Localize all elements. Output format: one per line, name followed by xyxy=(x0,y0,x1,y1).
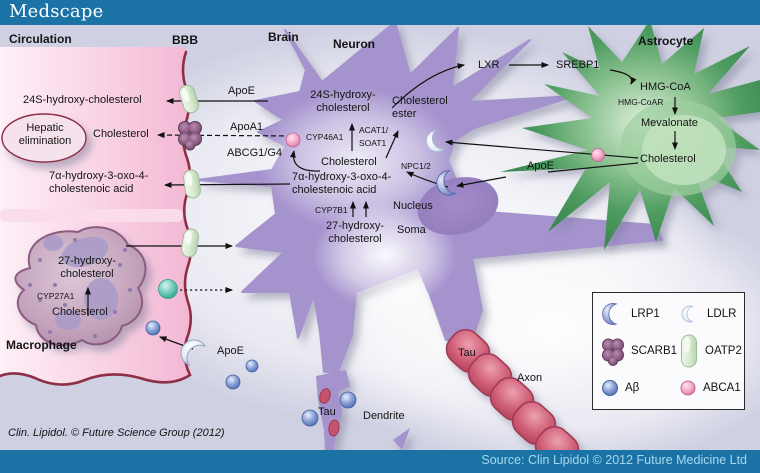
scarb1-icon xyxy=(602,338,624,366)
abca1-transporter xyxy=(285,132,301,148)
arrow-chol-to-lrp1-a xyxy=(547,162,639,173)
label-srebp1: SREBP1 xyxy=(556,59,600,71)
label-lxr: LXR xyxy=(478,59,500,71)
legend-label-ldlr: LDLR xyxy=(707,307,737,320)
label-axon: Axon xyxy=(517,372,543,384)
lipoprotein-particle xyxy=(158,279,178,299)
legend-item-scarb1: SCARB1 xyxy=(600,334,678,368)
label-cholesterol-neuron: Cholesterol xyxy=(321,156,377,168)
oatp2-transporter xyxy=(178,84,200,114)
arrow-acat1 xyxy=(385,130,399,159)
label-27-ohc-neuron: 27-hydroxy- cholesterol xyxy=(325,220,385,245)
region-label-bbb: BBB xyxy=(172,33,198,47)
abeta-icon xyxy=(602,380,618,397)
label-hepatic-elimination: Hepatic elimination xyxy=(18,122,72,147)
neuron-soma-highlight xyxy=(258,88,458,232)
medscape-header-bar: Medscape xyxy=(0,0,760,25)
oatp2-icon xyxy=(681,334,697,368)
label-24s-ohc-neuron: 24S-hydroxy- cholesterol xyxy=(310,89,376,114)
label-24s-ohc-circulation: 24S-hydroxy-cholesterol xyxy=(23,94,142,106)
legend-label-abca1: ABCA1 xyxy=(703,382,741,395)
label-tau-axon: Tau xyxy=(458,347,476,359)
legend-label-oatp2: OATP2 xyxy=(705,344,742,357)
legend-label-lrp1: LRP1 xyxy=(631,307,660,320)
oatp2-transporter xyxy=(183,169,201,199)
arrow-srebp1-hmgcoa xyxy=(609,69,637,85)
arrow-24s-to-lxr xyxy=(391,63,465,109)
arrow-chol-to-ldlr xyxy=(445,139,639,159)
ldlr-receptor xyxy=(426,129,446,153)
region-label-brain: Brain xyxy=(268,30,299,44)
legend-item-abca1: ABCA1 xyxy=(678,378,744,398)
label-acid-circulation: 7α-hydroxy-3-oxo-4- cholestenoic acid xyxy=(49,170,149,195)
legend-label-abeta: Aβ xyxy=(625,382,640,395)
label-apoe-macrophage: ApoE xyxy=(217,345,244,357)
abca1-icon xyxy=(680,380,696,396)
label-hmgcoar: HMG-CoAR xyxy=(618,97,664,107)
label-acid-neuron: 7α-hydroxy-3-oxo-4- cholestenoic acid xyxy=(292,171,392,196)
apoe-lipoprotein xyxy=(180,339,207,367)
label-nucleus: Nucleus xyxy=(393,200,433,212)
copyright-credit: Clin. Lipidol. © Future Science Group (2… xyxy=(8,427,225,439)
label-soma: Soma xyxy=(397,224,426,236)
medscape-logo: Medscape xyxy=(9,1,104,22)
circulation-vessel-band xyxy=(0,209,183,222)
astrocyte-cell xyxy=(500,20,760,250)
source-footer-bar: Source: Clin Lipidol © 2012 Future Medic… xyxy=(0,450,760,473)
ldlr-icon xyxy=(681,305,694,323)
region-label-neuron: Neuron xyxy=(333,37,375,51)
label-cholesterol-astrocyte: Cholesterol xyxy=(640,153,696,165)
label-tau-dendrite: Tau xyxy=(318,406,336,418)
label-acat1-soat1: ACAT1/ SOAT1 xyxy=(359,125,389,148)
label-dendrite: Dendrite xyxy=(363,410,405,422)
source-credit: Source: Clin Lipidol © 2012 Future Medic… xyxy=(481,453,747,467)
label-mevalonate: Mevalonate xyxy=(641,117,698,129)
region-label-astrocyte: Astrocyte xyxy=(638,34,694,48)
scarb1-receptor xyxy=(178,121,202,151)
legend-item-ldlr: LDLR xyxy=(678,300,744,328)
label-abcg1g4: ABCG1/G4 xyxy=(227,147,283,159)
arrow-abcg1-curve xyxy=(289,150,321,172)
neuron-soma-highlight2 xyxy=(313,200,457,310)
region-label-macrophage: Macrophage xyxy=(6,338,77,352)
lrp1-receptor xyxy=(436,170,458,196)
hepatic-elimination-bubble xyxy=(1,113,87,163)
label-apoa1: ApoA1 xyxy=(230,121,264,133)
legend-box: LRP1 LDLR SCARB1 xyxy=(592,292,745,410)
membrane-proteins xyxy=(145,84,605,427)
label-27-ohc-macrophage: 27-hydroxy- cholesterol xyxy=(57,255,117,280)
label-cholesterol-circulation: Cholesterol xyxy=(93,128,149,140)
abeta-particles xyxy=(145,320,357,427)
label-cyp46a1: CYP46A1 xyxy=(306,132,344,142)
legend-item-oatp2: OATP2 xyxy=(678,333,744,369)
oatp2-transporter xyxy=(181,228,199,258)
legend-item-abeta: Aβ xyxy=(600,378,678,398)
arrow-apoa1-dashed xyxy=(157,132,293,139)
region-label-circulation: Circulation xyxy=(9,32,72,46)
label-cyp7b1: CYP7B1 xyxy=(315,205,348,215)
legend-item-lrp1: LRP1 xyxy=(600,298,678,330)
label-hmgcoa: HMG-CoA xyxy=(640,81,691,93)
label-apoe-bbb: ApoE xyxy=(228,85,255,97)
neuron-nucleus xyxy=(417,177,499,235)
tau-aggregates-dendrite xyxy=(319,388,340,437)
macrophage-cell xyxy=(14,226,147,347)
arrow-chol-to-lrp1-b xyxy=(456,176,507,188)
label-cholesterol-ester: Cholesterol ester xyxy=(392,95,448,120)
label-apoe-astrocyte: ApoE xyxy=(527,160,554,172)
label-npc12: NPC1/2 xyxy=(401,161,431,171)
label-cholesterol-macrophage: Cholesterol xyxy=(52,306,108,318)
lrp1-icon xyxy=(602,302,618,325)
label-cyp27a1: CYP27A1 xyxy=(37,291,75,301)
legend-label-scarb1: SCARB1 xyxy=(631,344,678,357)
abca1-transporter xyxy=(591,148,605,162)
